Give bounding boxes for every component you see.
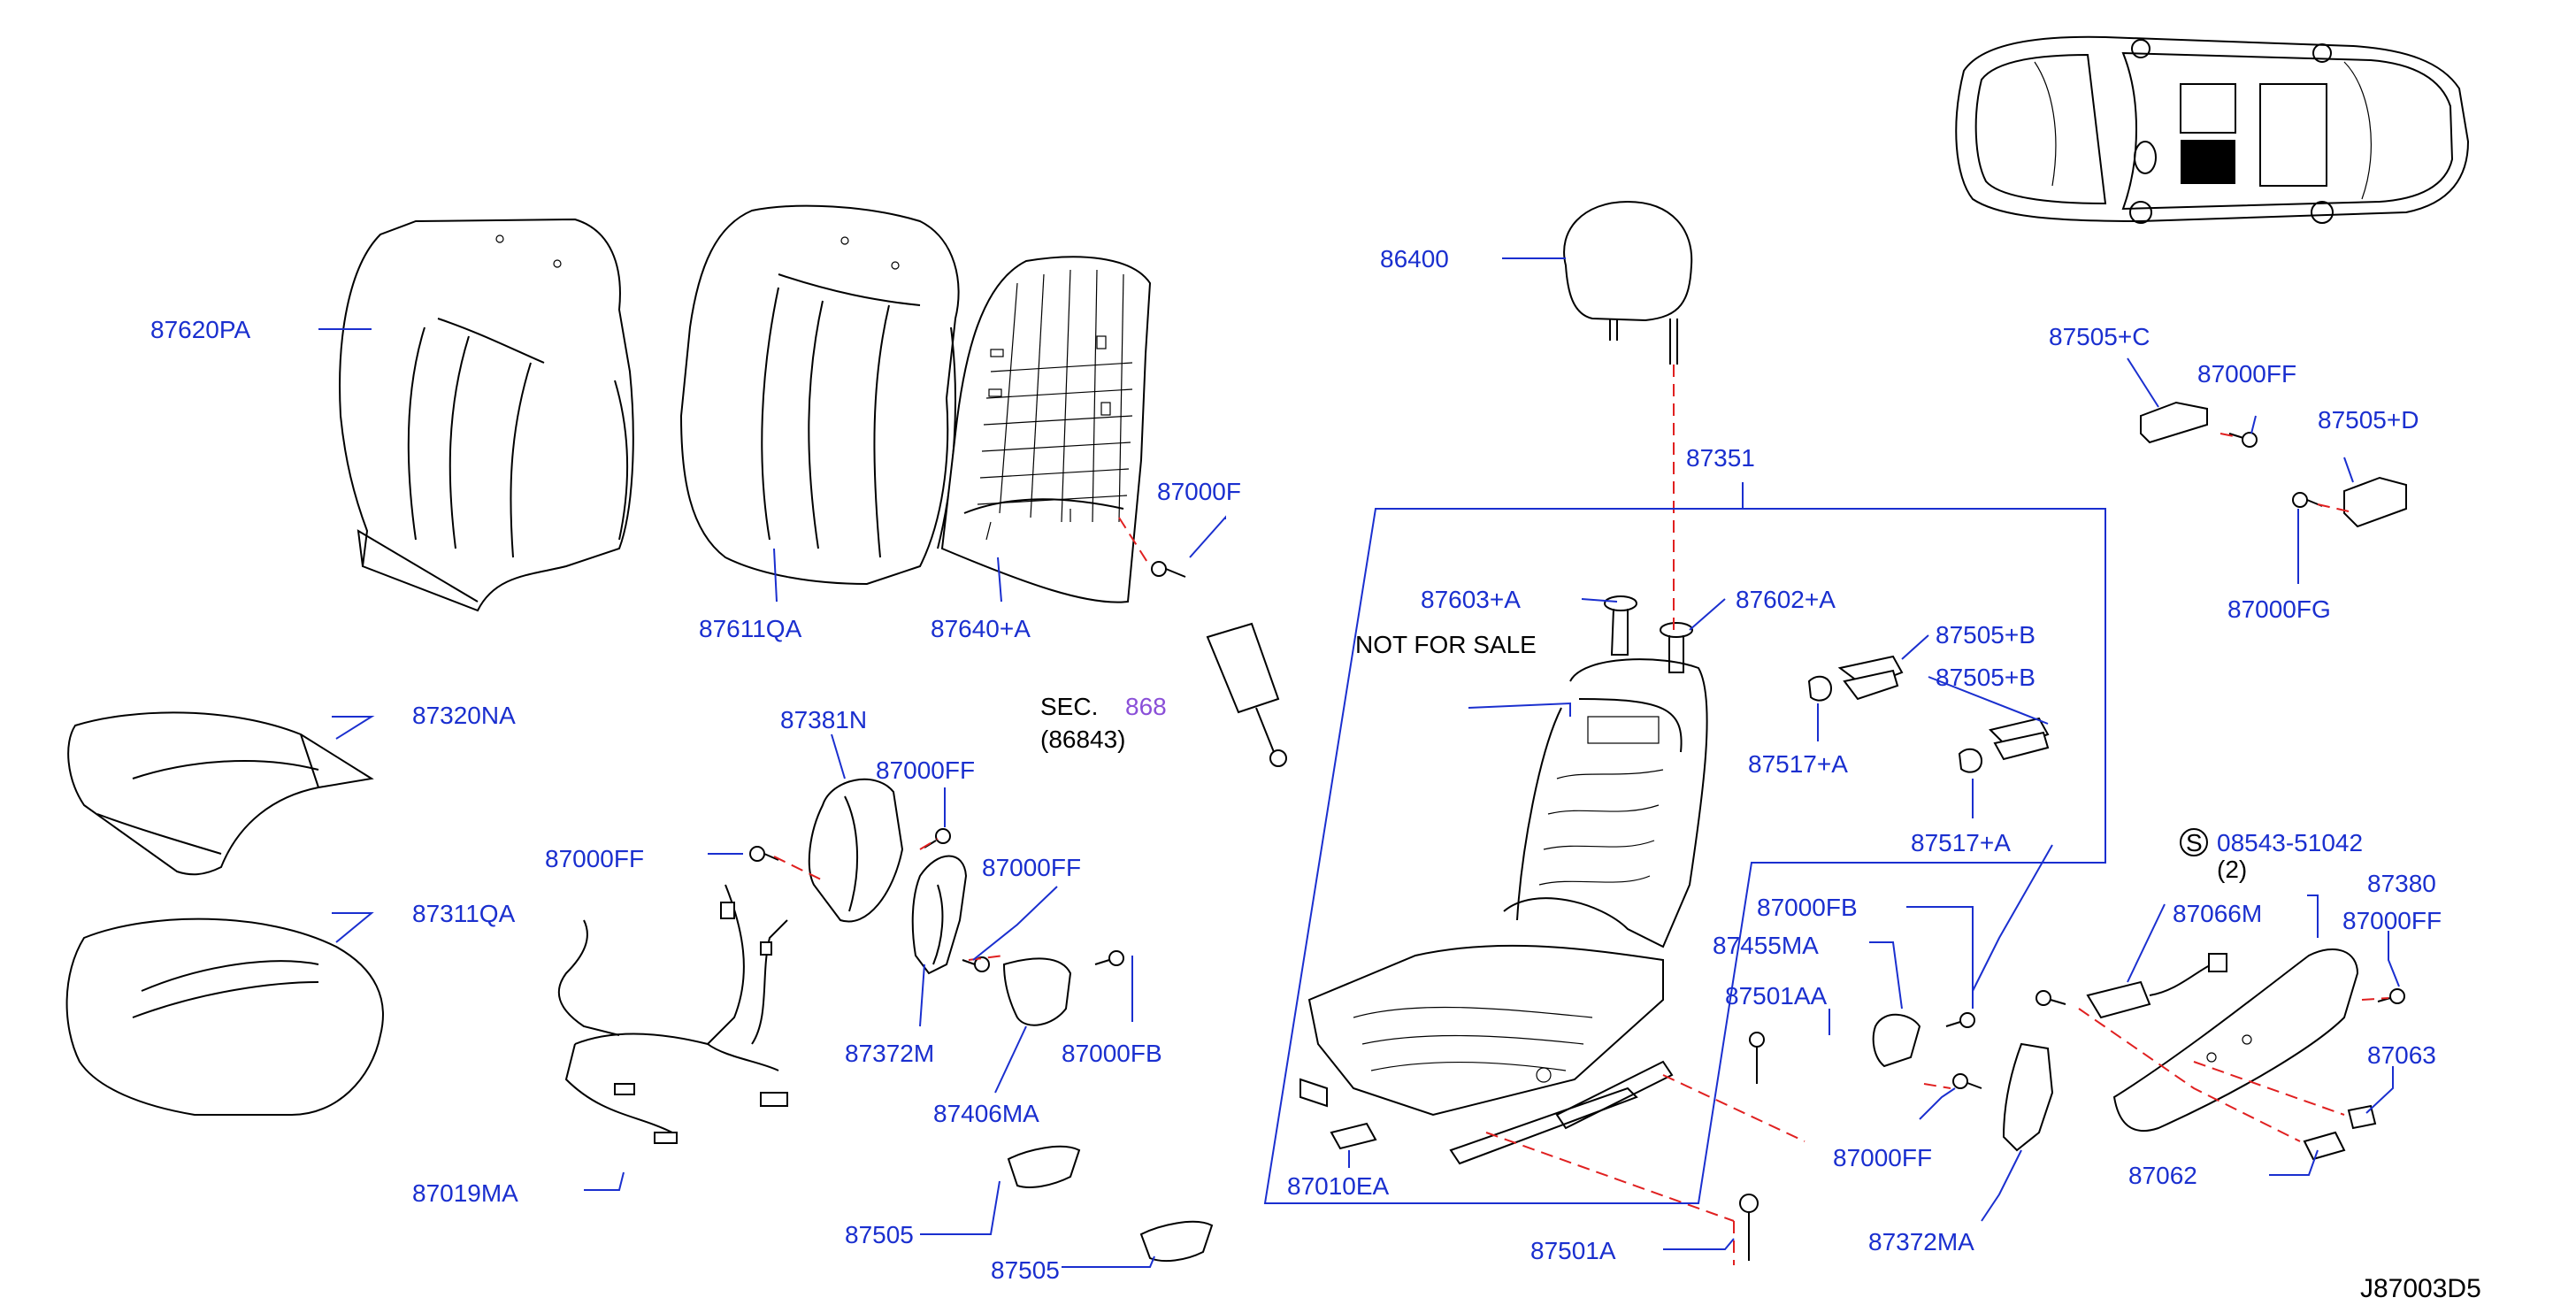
label-87000fg[interactable]: 87000FG — [2227, 595, 2331, 623]
switch-87066m — [2086, 953, 2227, 1019]
part-labels: 87620PA 87611QA 87640+A 87000F 86400 873… — [150, 245, 2481, 1303]
sec-link-868[interactable]: 868 — [1125, 693, 1167, 720]
label-87380[interactable]: 87380 — [2367, 870, 2436, 897]
screw-icons — [749, 432, 2405, 1261]
label-87351[interactable]: 87351 — [1686, 444, 1755, 472]
side-cover-87380 — [2112, 948, 2359, 1133]
seat-location-marker — [2181, 140, 2235, 184]
clip-87505b-upper — [1837, 655, 1904, 701]
label-87000ff-e[interactable]: 87000FF — [2342, 907, 2442, 934]
knob-87062 — [2303, 1131, 2346, 1161]
seat-frame-87351 — [1300, 658, 1708, 1165]
wire-harness-87019ma — [557, 884, 788, 1144]
label-87602a[interactable]: 87602+A — [1736, 586, 1836, 613]
label-87501aa[interactable]: 87501AA — [1725, 982, 1828, 1010]
label-87000ff-c[interactable]: 87000FF — [982, 854, 1081, 881]
label-87603a[interactable]: 87603+A — [1421, 586, 1521, 613]
shield-87372ma — [2002, 1042, 2054, 1152]
label-87517a-upper[interactable]: 87517+A — [1748, 750, 1848, 778]
label-87611qa[interactable]: 87611QA — [699, 615, 802, 642]
assembly-guide-lines — [773, 365, 2389, 1265]
clip-87517a-upper — [1807, 675, 1833, 702]
label-87505d[interactable]: 87505+D — [2318, 406, 2419, 434]
seat-belt-buckle-868 — [1206, 622, 1287, 767]
leader-lines — [318, 257, 2400, 1268]
seat-back-board-87640a — [940, 256, 1152, 603]
label-87620pa[interactable]: 87620PA — [150, 316, 250, 343]
cover-87455ma — [1872, 1013, 1921, 1068]
label-87000ff-top-right[interactable]: 87000FF — [2197, 360, 2296, 388]
clip-87517a-lower — [1958, 748, 1983, 773]
label-87372m[interactable]: 87372M — [845, 1040, 934, 1067]
label-86400[interactable]: 86400 — [1380, 245, 1449, 273]
label-87455ma[interactable]: 87455MA — [1713, 932, 1819, 959]
label-87000fb-a[interactable]: 87000FB — [1062, 1040, 1162, 1067]
diagram-code: J87003D5 — [2360, 1274, 2481, 1303]
standard-part-symbol-letter: S — [2186, 829, 2203, 856]
label-08543-51042[interactable]: 08543-51042 — [2217, 829, 2363, 856]
label-87063[interactable]: 87063 — [2367, 1041, 2436, 1069]
label-87505-b[interactable]: 87505 — [991, 1256, 1060, 1284]
label-87311qa[interactable]: 87311QA — [412, 900, 516, 927]
label-87505c[interactable]: 87505+C — [2049, 323, 2150, 350]
label-87501a[interactable]: 87501A — [1530, 1237, 1616, 1264]
headrest-guide-87602a — [1660, 622, 1693, 673]
label-87640a[interactable]: 87640+A — [931, 615, 1031, 642]
clip-87505b-lower — [1989, 717, 2050, 761]
label-87381n[interactable]: 87381N — [780, 706, 867, 733]
seat-back-cover-87611qa — [679, 204, 960, 586]
label-87066m[interactable]: 87066M — [2173, 900, 2262, 927]
label-87406ma[interactable]: 87406MA — [933, 1100, 1039, 1127]
label-87019ma[interactable]: 87019MA — [412, 1179, 518, 1207]
cover-87505-lower — [1139, 1220, 1214, 1263]
cover-87505-upper — [1007, 1145, 1081, 1188]
label-87000ff-b[interactable]: 87000FF — [545, 845, 644, 872]
vehicle-location-icon — [1955, 35, 2470, 224]
shield-87372m — [911, 855, 968, 975]
finisher-87505d — [2343, 476, 2407, 528]
seat-back-cover-87620pa — [339, 218, 634, 612]
label-87000fb-b[interactable]: 87000FB — [1757, 894, 1858, 921]
headrest-86400 — [1563, 200, 1693, 365]
bracket-87010ea — [1330, 1122, 1377, 1150]
label-87505-a[interactable]: 87505 — [845, 1221, 914, 1248]
sec-prefix: SEC. — [1040, 693, 1098, 720]
assembly-outline-87351 — [1263, 482, 2106, 1204]
finisher-87505c — [2140, 401, 2208, 444]
label-87505b-upper[interactable]: 87505+B — [1936, 621, 2036, 649]
headrest-guide-87603a — [1604, 595, 1637, 656]
label-87010ea[interactable]: 87010EA — [1287, 1172, 1390, 1200]
label-87372ma[interactable]: 87372MA — [1868, 1228, 1974, 1255]
cushion-pad-87320na — [67, 711, 374, 876]
label-87505b-lower[interactable]: 87505+B — [1936, 664, 2036, 691]
standard-part-qty: (2) — [2217, 856, 2247, 883]
label-87000ff-d[interactable]: 87000FF — [1833, 1144, 1932, 1171]
standard-part-08543-51042: S 08543-51042 (2) — [2180, 828, 2363, 883]
shield-87381n — [808, 778, 904, 923]
label-87062[interactable]: 87062 — [2128, 1162, 2197, 1189]
label-87000f[interactable]: 87000F — [1157, 478, 1241, 505]
label-87000ff-a[interactable]: 87000FF — [876, 756, 975, 784]
cover-87406ma — [1002, 957, 1072, 1026]
cushion-cover-87311qa — [65, 918, 384, 1116]
standard-part-symbol — [2180, 828, 2208, 856]
label-87517a-lower[interactable]: 87517+A — [1911, 829, 2011, 856]
not-for-sale-note: NOT FOR SALE — [1355, 631, 1537, 658]
label-87320na[interactable]: 87320NA — [412, 702, 516, 729]
sec-sub-86843: (86843) — [1040, 726, 1126, 753]
